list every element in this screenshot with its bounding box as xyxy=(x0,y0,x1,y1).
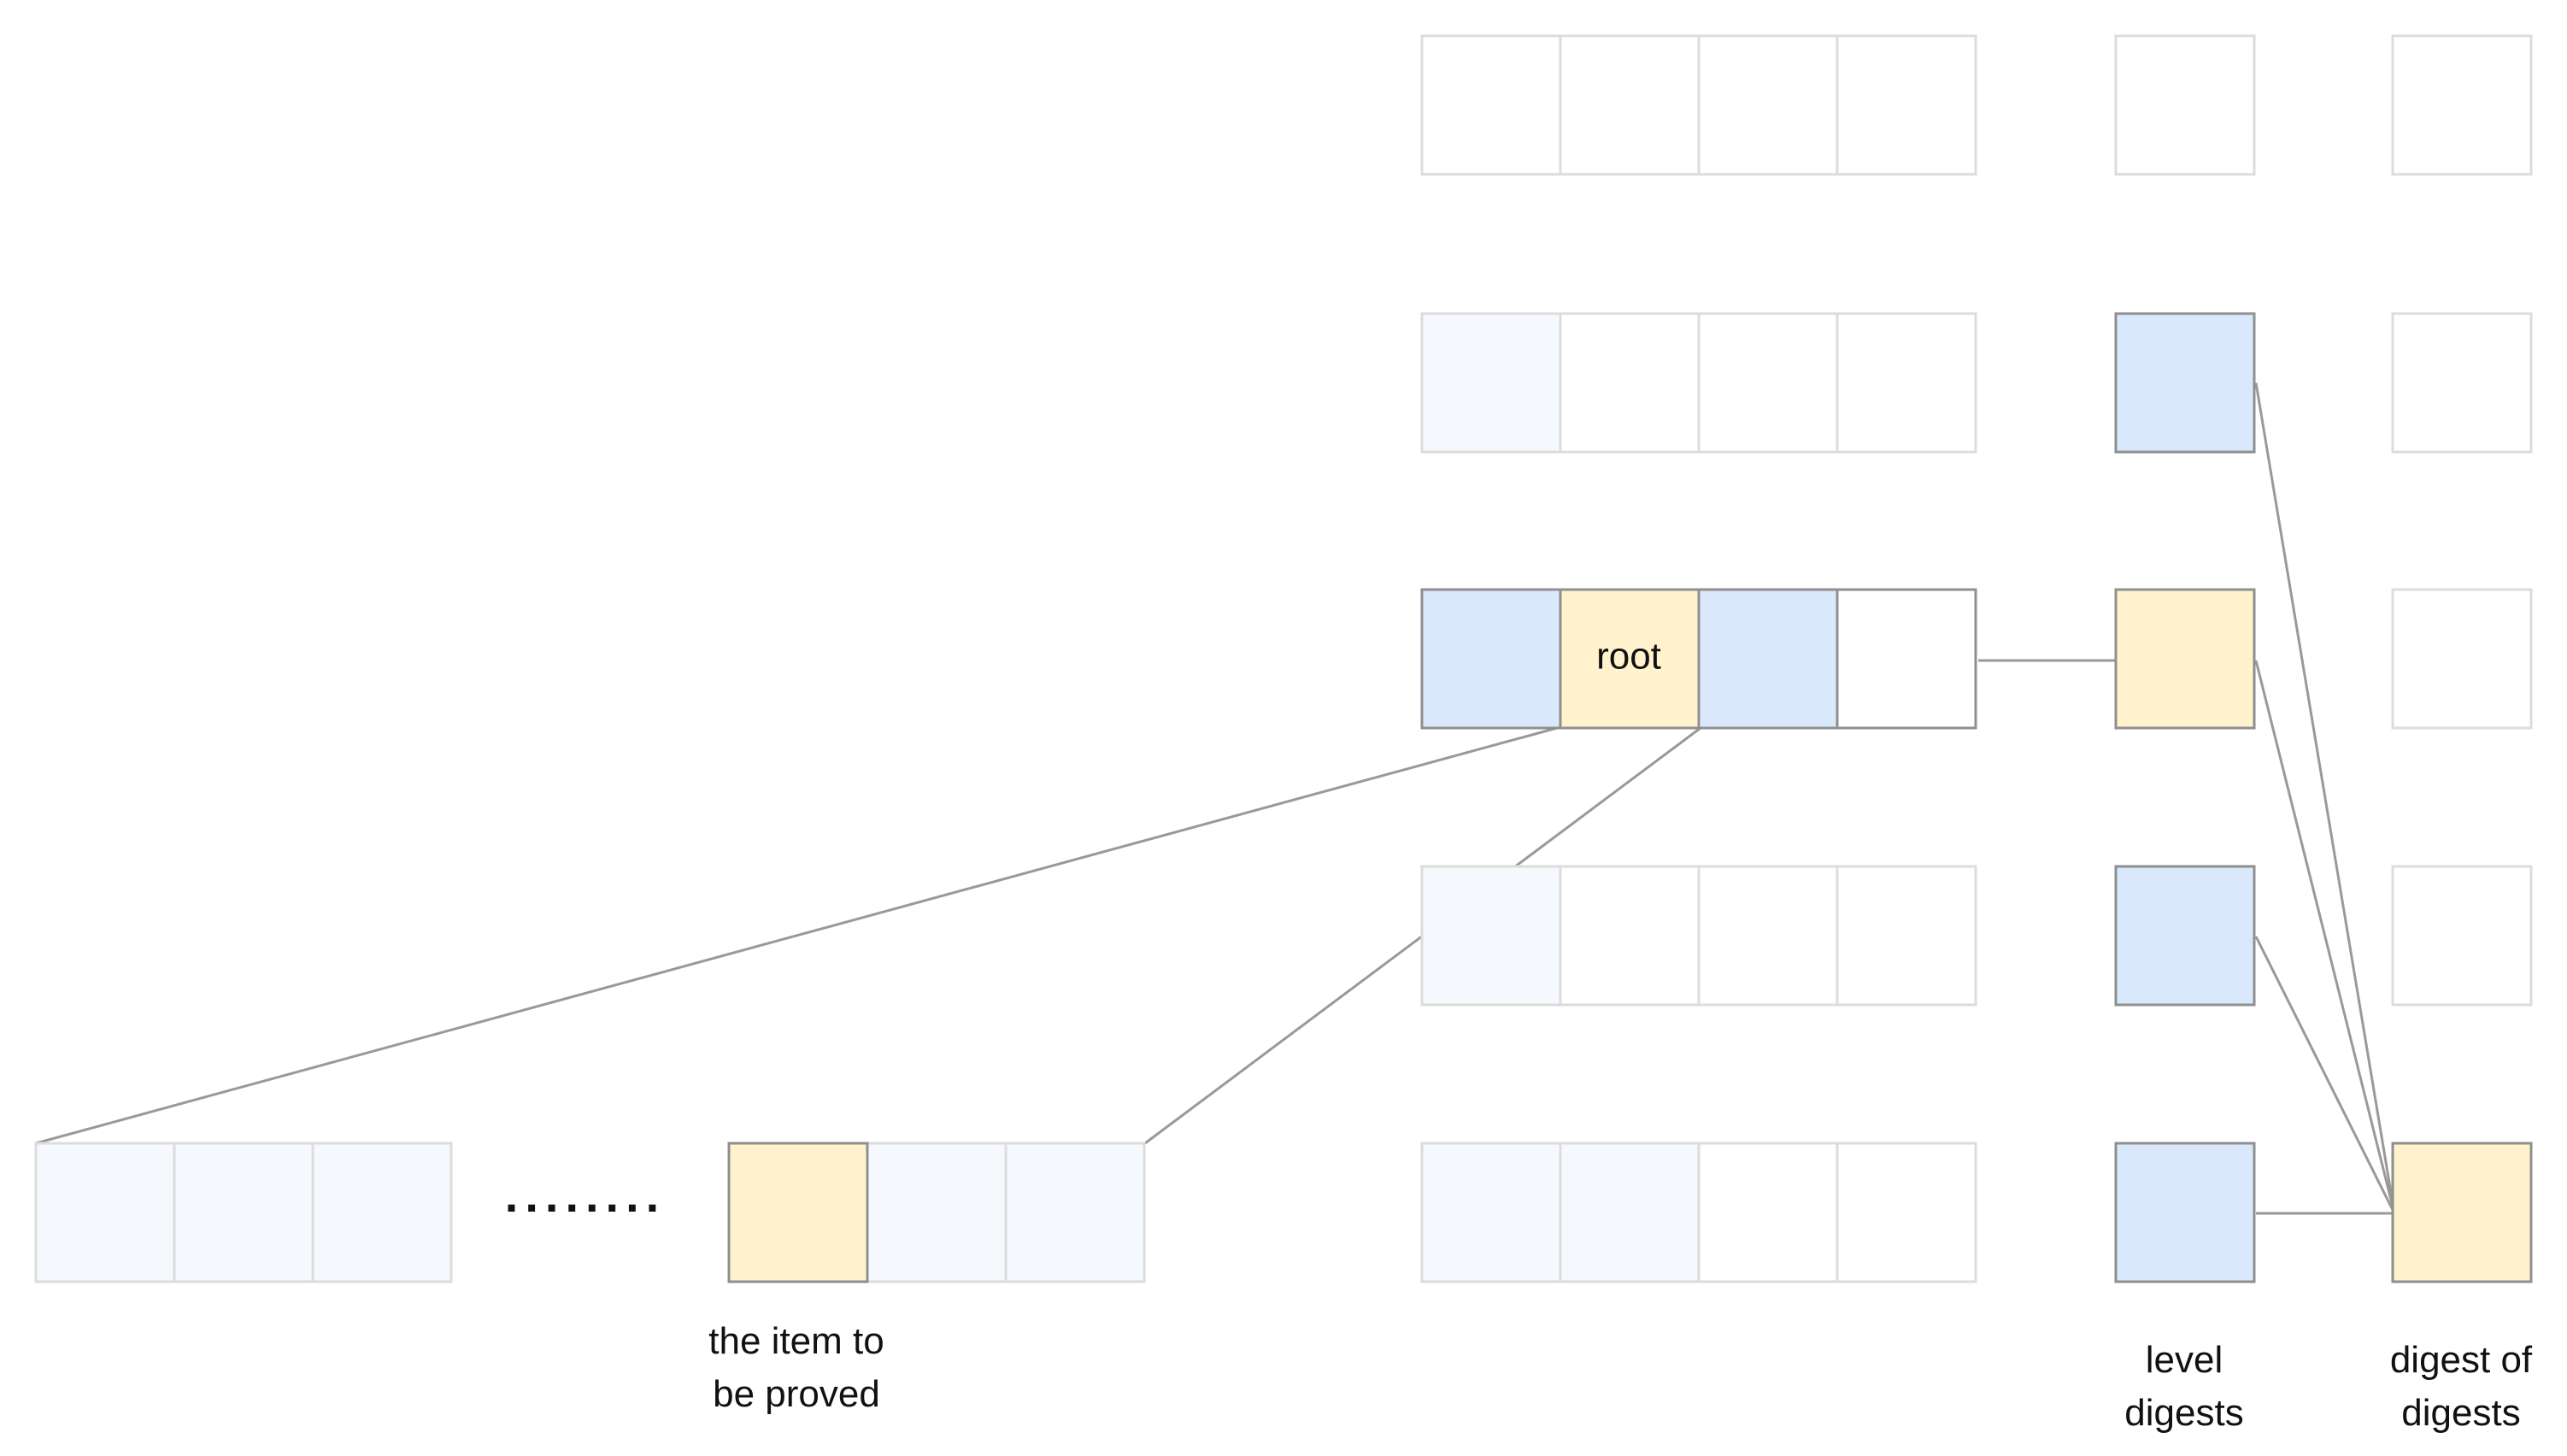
digest-1-to-dod-line xyxy=(2254,382,2396,1214)
level-row-5 xyxy=(1420,1142,1977,1283)
level-5-cell-4 xyxy=(1836,1142,1977,1283)
level-1-cell-2 xyxy=(1559,34,1701,176)
level-2-cell-1 xyxy=(1420,312,1562,454)
connector-lines xyxy=(35,382,2396,1215)
digest-of-digests-label-line1: digest of xyxy=(2390,1339,2533,1381)
subtree-leaf-right-3 xyxy=(1004,1142,1146,1283)
digest-of-digests-slot-4 xyxy=(2391,865,2533,1007)
level-5-cell-2 xyxy=(1559,1142,1701,1283)
level-digest-5 xyxy=(2114,1142,2256,1283)
digest-of-digests-slot-3 xyxy=(2391,588,2533,730)
digest-3-to-dod-line xyxy=(2254,936,2396,1214)
subtree-leaf-right-2 xyxy=(866,1142,1007,1283)
level-1-cell-1 xyxy=(1420,34,1562,176)
level-5-cell-1 xyxy=(1420,1142,1562,1283)
level-digest-4 xyxy=(2114,865,2256,1007)
subtree-leaf-left-1 xyxy=(34,1142,176,1283)
digest-of-digests-slot-1 xyxy=(2391,34,2533,176)
level-4-cell-3 xyxy=(1697,865,1839,1007)
digest-of-digests-slot-2 xyxy=(2391,312,2533,454)
digest-of-digests-label-line2: digests xyxy=(2401,1392,2520,1434)
level-3-cell-3 xyxy=(1697,588,1839,730)
level-row-1 xyxy=(1420,34,1977,176)
level-digests-column xyxy=(2114,34,2256,1283)
level-row-2 xyxy=(1420,312,1977,454)
level-digests-label-line1: level xyxy=(2146,1339,2223,1381)
level-1-cell-3 xyxy=(1697,34,1839,176)
digest-of-digests-column xyxy=(2391,34,2533,1283)
level-row-3 xyxy=(1420,588,1977,730)
level-grid xyxy=(1420,34,1977,1283)
level-4-cell-1 xyxy=(1420,865,1562,1007)
level-digests-label-line2: digests xyxy=(2124,1392,2243,1434)
item-to-be-proved-label-line2: be proved xyxy=(713,1373,880,1415)
ellipsis-dots: ........ xyxy=(505,1168,666,1222)
level-4-cell-4 xyxy=(1836,865,1977,1007)
level-2-cell-3 xyxy=(1697,312,1839,454)
level-2-cell-2 xyxy=(1559,312,1701,454)
subtree-leaf-left-2 xyxy=(173,1142,314,1283)
subtree-leaf-left-3 xyxy=(311,1142,453,1283)
level-3-outline xyxy=(1420,588,1977,730)
digest-of-digests-slot-5 xyxy=(2391,1142,2533,1283)
level-row-4 xyxy=(1420,865,1977,1007)
level-3-cell-4 xyxy=(1836,588,1977,730)
level-digest-3 xyxy=(2114,588,2256,730)
level-digest-1 xyxy=(2114,34,2256,176)
item-to-be-proved-label-line1: the item to xyxy=(708,1320,884,1362)
level-3-cell-1 xyxy=(1420,588,1562,730)
level-5-cell-3 xyxy=(1697,1142,1839,1283)
root-label: root xyxy=(1596,636,1661,678)
digest-2-to-dod-line xyxy=(2254,660,2396,1214)
level-4-cell-2 xyxy=(1559,865,1701,1007)
level-1-cell-4 xyxy=(1836,34,1977,176)
level-digest-2 xyxy=(2114,312,2256,454)
subtree-leaf-row xyxy=(34,1142,1146,1283)
item-to-be-proved-cell xyxy=(727,1142,869,1283)
level-3-cell-2 xyxy=(1559,588,1701,730)
root-to-subtree-left-line xyxy=(35,726,1558,1145)
level-2-cell-4 xyxy=(1836,312,1977,454)
